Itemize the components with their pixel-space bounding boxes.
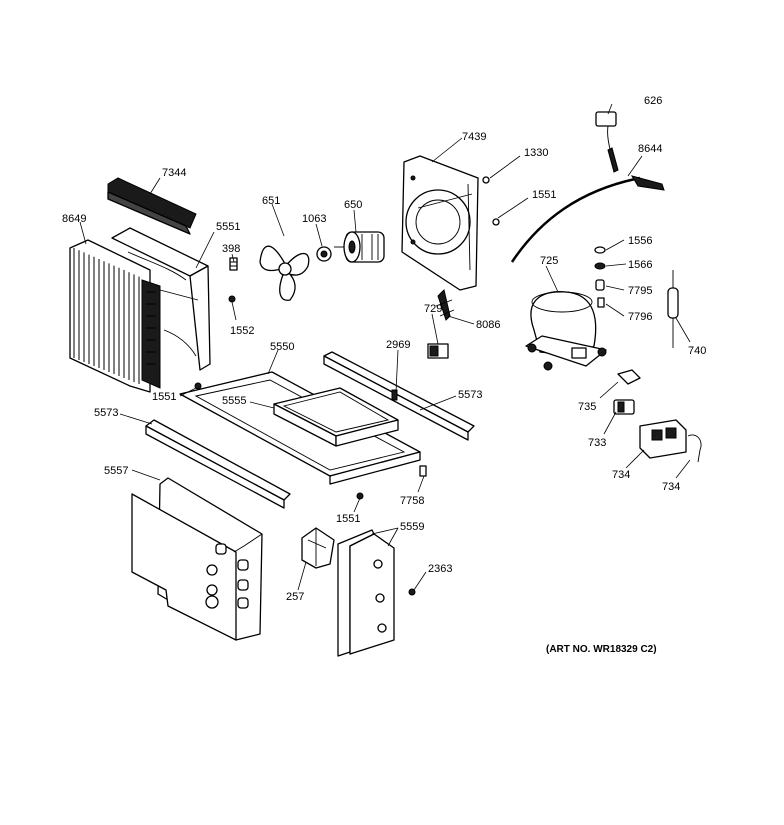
screws-part [482, 176, 500, 226]
nut-part [316, 246, 332, 262]
callout-626: 626 [644, 95, 662, 107]
terminal-part [613, 369, 641, 415]
callout-1063: 1063 [302, 213, 326, 225]
condenser-coil-part [69, 239, 161, 393]
callout-5573-right: 5573 [458, 389, 482, 401]
compressor-part [525, 291, 607, 371]
callout-257: 257 [286, 591, 304, 603]
callout-1551-bottom: 1551 [336, 513, 360, 525]
callout-5550: 5550 [270, 341, 294, 353]
callout-1551-left: 1551 [152, 391, 176, 403]
callout-8649: 8649 [62, 213, 86, 225]
relay-lead-part [595, 111, 619, 173]
fan-motor-part [334, 231, 385, 263]
shroud-part [111, 227, 211, 371]
rail-right-part [323, 351, 475, 441]
fan-blade-part [259, 245, 310, 301]
orifice-bracket-part [401, 155, 479, 291]
callout-651: 651 [262, 195, 280, 207]
rear-panel-part [337, 529, 395, 657]
callout-5557: 5557 [104, 465, 128, 477]
base-screws-part [194, 382, 427, 596]
callout-7796: 7796 [628, 311, 652, 323]
callout-1551-top: 1551 [532, 189, 556, 201]
drain-tray-part [273, 387, 399, 447]
callout-5573-left: 5573 [94, 407, 118, 419]
art-number: (ART NO. WR18329 C2) [546, 644, 657, 655]
callout-735: 735 [578, 401, 596, 413]
capacitor-bracket-part [427, 289, 455, 359]
callout-2363: 2363 [428, 563, 452, 575]
callout-8644: 8644 [638, 143, 662, 155]
callout-1556: 1556 [628, 235, 652, 247]
control-box-part [301, 527, 335, 569]
callout-8086: 8086 [476, 319, 500, 331]
callout-7439: 7439 [462, 131, 486, 143]
callout-733: 733 [588, 437, 606, 449]
callout-2969: 2969 [386, 339, 410, 351]
callout-729: 729 [424, 303, 442, 315]
callout-5555: 5555 [222, 395, 246, 407]
callout-5551: 5551 [216, 221, 240, 233]
callout-7795: 7795 [628, 285, 652, 297]
callout-650: 650 [344, 199, 362, 211]
switch-part [639, 419, 702, 463]
screw-part [228, 257, 238, 303]
callout-734-a: 734 [612, 469, 630, 481]
drier-part [667, 270, 679, 348]
callout-7344: 7344 [162, 167, 186, 179]
grille-part [107, 177, 197, 235]
callout-398: 398 [222, 243, 240, 255]
callout-1330: 1330 [524, 147, 548, 159]
callout-1552: 1552 [230, 325, 254, 337]
rail-left-part [145, 419, 291, 509]
front-panel-part [131, 477, 263, 641]
callout-7758: 7758 [400, 495, 424, 507]
leader-lines [79, 103, 691, 591]
callout-740: 740 [688, 345, 706, 357]
callout-725: 725 [540, 255, 558, 267]
callout-5559: 5559 [400, 521, 424, 533]
cord-part [510, 175, 665, 263]
callout-1566: 1566 [628, 259, 652, 271]
callout-labels: 626 8644 7439 1330 1551 7344 8649 5551 6… [62, 95, 706, 603]
callout-734-b: 734 [662, 481, 680, 493]
grommets-part [594, 246, 606, 308]
